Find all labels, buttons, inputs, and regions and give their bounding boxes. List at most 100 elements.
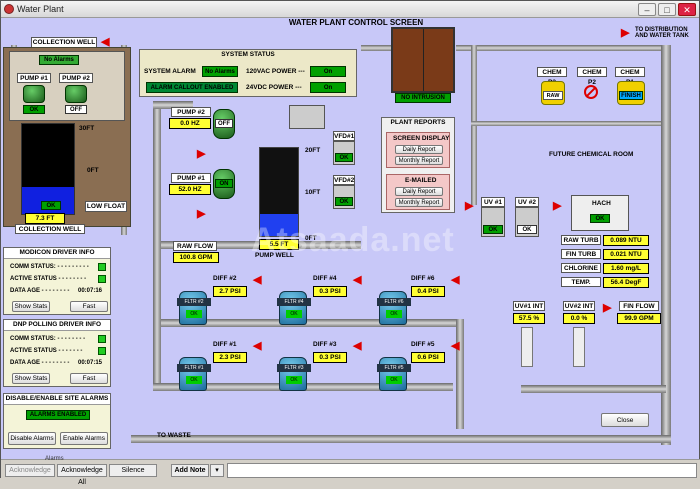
screen-display-group: SCREEN DISPLAY Daily Report Monthly Repo… <box>386 132 450 168</box>
reading-value: 0.021 NTU <box>603 249 649 260</box>
chem-p1-status: FINISH <box>619 91 643 100</box>
uv2-label: UV #2 <box>515 197 539 207</box>
system-status-panel: SYSTEM STATUS SYSTEM ALARM No Alarms ALA… <box>139 49 357 97</box>
collection-level-value: 7.3 FT <box>25 213 65 224</box>
window-title: Water Plant <box>17 4 64 14</box>
screen-monthly-report-button[interactable]: Monthly Report <box>395 156 443 165</box>
dnp-title: DNP POLLING DRIVER INFO <box>4 320 110 331</box>
pump2-icon <box>65 85 87 103</box>
flow-arrow-icon: ◀ <box>101 36 110 48</box>
close-screen-button[interactable]: Close <box>601 413 649 427</box>
dnp-fast-button[interactable]: Fast <box>70 373 108 384</box>
future-chemical-room-label: FUTURE CHEMICAL ROOM <box>549 151 634 158</box>
filter-status: OK <box>286 310 302 318</box>
modicon-fast-button[interactable]: Fast <box>70 301 108 312</box>
email-monthly-report-button[interactable]: Monthly Report <box>395 198 443 207</box>
filter-status: OK <box>186 376 202 384</box>
screen-display-title: SCREEN DISPLAY <box>393 135 450 142</box>
filter-status: OK <box>386 376 402 384</box>
pipe <box>471 121 661 126</box>
flow-arrow-icon: ◀ <box>253 274 262 286</box>
filter-label: FLTR #4 <box>277 298 311 306</box>
uv2-int-value: 0.0 % <box>563 313 595 324</box>
disabled-icon <box>584 85 598 99</box>
uv1-label: UV #1 <box>481 197 505 207</box>
vdc-power-label: 24VDC POWER --- <box>246 84 302 91</box>
filter-status: OK <box>186 310 202 318</box>
reading-label: CHLORINE <box>561 263 601 273</box>
flow-arrow-icon: ◀ <box>451 274 460 286</box>
diff-label: DIFF #4 <box>313 275 337 282</box>
acknowledge-button[interactable]: Acknowledge <box>5 464 55 477</box>
hach-label: HACH <box>592 200 611 207</box>
uv2-status: OK <box>517 225 537 234</box>
flow-arrow-icon: ▶ <box>465 200 474 212</box>
acknowledge-all-button[interactable]: Acknowledge All <box>57 464 107 486</box>
system-alarm-value: No Alarms <box>202 66 238 77</box>
vdc-power-value: On <box>310 82 346 93</box>
door-icon <box>391 27 455 93</box>
silence-button[interactable]: Silence <box>109 464 157 477</box>
screen-daily-report-button[interactable]: Daily Report <box>395 145 443 154</box>
chevron-down-icon[interactable]: ▾ <box>210 464 224 477</box>
minimize-button[interactable]: – <box>638 3 656 16</box>
dnp-show-stats-button[interactable]: Show Stats <box>12 373 50 384</box>
vfd1-status: OK <box>335 153 353 162</box>
pump-well-tank <box>259 147 299 237</box>
modicon-show-stats-button[interactable]: Show Stats <box>12 301 50 312</box>
vac-power-label: 120VAC POWER --- <box>246 68 305 75</box>
filter-label: FLTR #6 <box>377 298 411 306</box>
note-input[interactable] <box>227 463 697 478</box>
diff-value: 2.3 PSI <box>213 352 247 363</box>
add-note-button[interactable]: Add Note <box>171 464 209 477</box>
diff-label: DIFF #5 <box>411 341 435 348</box>
email-daily-report-button[interactable]: Daily Report <box>395 187 443 196</box>
diff-label: DIFF #1 <box>213 341 237 348</box>
title-bar: Water Plant – □ ✕ <box>1 1 699 18</box>
close-window-button[interactable]: ✕ <box>678 3 696 16</box>
diff-value: 0.3 PSI <box>313 286 347 297</box>
pump2-status: OFF <box>215 119 233 128</box>
flow-arrow-icon: ▶ <box>197 148 206 160</box>
pipe <box>456 319 464 429</box>
system-status-title: SYSTEM STATUS <box>140 50 356 60</box>
maximize-button[interactable]: □ <box>658 3 676 16</box>
fin-flow-label: FIN FLOW <box>619 301 659 311</box>
collection-well-footer: COLLECTION WELL <box>15 224 85 234</box>
drive-cabinet-icon <box>289 105 325 129</box>
modicon-active-indicator <box>98 275 106 283</box>
collection-alarm-badge: No Alarms <box>39 55 79 65</box>
well-tank <box>21 123 75 215</box>
pump-well-label: PUMP WELL <box>255 252 294 259</box>
diff-value: 0.6 PSI <box>411 352 445 363</box>
enable-alarms-button[interactable]: Enable Alarms <box>60 432 108 445</box>
uv1-lamp-icon <box>521 327 533 367</box>
filter-tank-icon: FLTR #4 OK <box>277 291 311 325</box>
filter-label: FLTR #3 <box>277 364 311 372</box>
chem-p3-label: CHEM P3 <box>537 67 567 86</box>
pump1-hz: 52.0 HZ <box>169 184 211 195</box>
filter-status: OK <box>386 310 402 318</box>
status-bar: Alarms Acknowledge Acknowledge All Silen… <box>1 456 700 486</box>
pump2-label: PUMP #2 <box>171 107 211 117</box>
system-alarm-label: SYSTEM ALARM <box>144 68 196 75</box>
diff-label: DIFF #3 <box>313 341 337 348</box>
flow-arrow-icon: ▶ <box>553 200 562 212</box>
pipe <box>456 45 666 51</box>
collection-pump1-status: OK <box>23 105 45 114</box>
vfd2-label: VFD#2 <box>333 175 355 185</box>
low-float-label: LOW FLOAT <box>85 201 127 212</box>
flow-arrow-icon: ◀ <box>353 274 362 286</box>
disable-alarms-button[interactable]: Disable Alarms <box>8 432 56 445</box>
vfd1-label: VFD#1 <box>333 131 355 141</box>
pipe <box>661 45 671 445</box>
site-alarms-panel: DISABLE/ENABLE SITE ALARMS ALARMS ENABLE… <box>3 393 111 449</box>
pipe <box>153 101 161 391</box>
modicon-date-value: 00:07:16 <box>78 288 103 294</box>
flow-arrow-icon: ▶ <box>603 302 612 314</box>
uv2-lamp-icon <box>573 327 585 367</box>
